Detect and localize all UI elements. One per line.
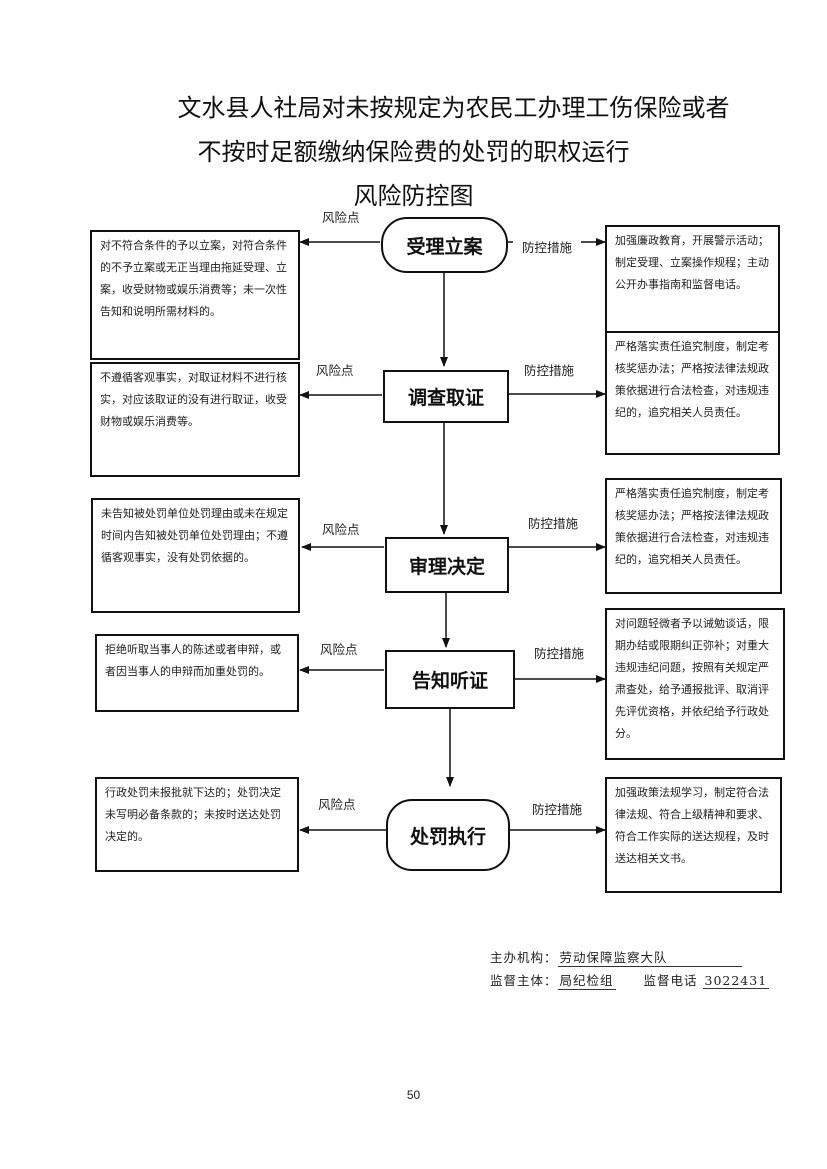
risk-box-2: 不遵循客观事实，对取证材料不进行核实，对应该取证的没有进行取证，收受财物或娱乐消… — [90, 362, 300, 477]
page-number: 50 — [406, 1088, 421, 1102]
measure-box-5: 加强政策法规学习，制定符合法律法规、符合上级精神和要求、符合工作实际的送达规程，… — [605, 777, 782, 893]
stage-5-name: 处罚执行 — [409, 825, 486, 848]
risk-label-4: 风险点 — [320, 642, 358, 657]
footer-supervisor-label: 监督主体： — [490, 973, 558, 988]
stage-2-box: 调查取证 — [383, 370, 509, 423]
measure-box-2: 严格落实责任追究制度，制定考核奖惩办法；严格按法律法规政策依据进行合法检查，对违… — [605, 331, 780, 455]
footer-phone-label: 监督电话 — [643, 973, 698, 988]
risk-label-2: 风险点 — [316, 363, 354, 378]
risk-box-5: 行政处罚未报批就下达的；处罚决定未写明必备条款的；未按时送达处罚决定的。 — [95, 777, 299, 872]
stage-3-box: 审理决定 — [385, 537, 509, 593]
risk-label-5: 风险点 — [318, 797, 356, 812]
risk-label-1: 风险点 — [322, 210, 360, 225]
stage-1-box: 受理立案 — [381, 217, 508, 273]
measure-label-3: 防控措施 — [528, 516, 579, 531]
footer-supervisor: 监督主体：局纪检组 监督电话 3022431 — [490, 970, 770, 990]
measure-label-1: 防控措施 — [522, 240, 573, 255]
measure-box-4: 对问题轻微者予以诫勉谈话，限期办结或限期纠正弥补；对重大违规违纪问题，按照有关规… — [605, 608, 785, 760]
risk-label-3: 风险点 — [322, 522, 360, 537]
stage-5-box: 处罚执行 — [386, 799, 510, 871]
stage-2-name: 调查取证 — [407, 387, 484, 409]
measure-box-1: 加强廉政教育，开展警示活动；制定受理、立案操作规程；主动公开办事指南和监督电话。 — [605, 225, 780, 333]
measure-box-3: 严格落实责任追究制度，制定考核奖惩办法；严格按法律法规政策依据进行合法检查，对违… — [605, 478, 782, 594]
footer-supervisor-value: 局纪检组 — [557, 970, 616, 990]
measure-label-4: 防控措施 — [534, 646, 585, 661]
risk-box-1: 对不符合条件的予以立案，对符合条件的不予立案或无正当理由拖延受理、立案，收受财物… — [90, 230, 300, 360]
footer-host-value: 劳动保障监察大队 — [557, 947, 742, 967]
measure-label-2: 防控措施 — [524, 363, 575, 378]
risk-box-4: 拒绝听取当事人的陈述或者申辩，或者因当事人的申辩而加重处罚的。 — [95, 634, 299, 712]
measure-label-5: 防控措施 — [532, 802, 583, 817]
title-line-3: 风险防控图 — [353, 182, 474, 210]
stage-1-name: 受理立案 — [406, 235, 483, 258]
stage-3-name: 审理决定 — [408, 555, 485, 578]
risk-box-3: 未告知被处罚单位处罚理由或未在规定时间内告知被处罚单位处罚理由；不遵循客观事实，… — [91, 498, 300, 613]
stage-4-name: 告知听证 — [411, 670, 488, 692]
stage-4-box: 告知听证 — [385, 650, 515, 709]
footer-phone-value: 3022431 — [702, 973, 770, 989]
footer-host: 主办机构：劳动保障监察大队 — [490, 947, 742, 967]
title-line-1: 文水县人社局对未按规定为农民工办理工伤保险或者 — [177, 94, 730, 122]
footer-host-label: 主办机构： — [490, 950, 558, 965]
title-line-2: 不按时足额缴纳保险费的处罚的职权运行 — [197, 138, 630, 166]
